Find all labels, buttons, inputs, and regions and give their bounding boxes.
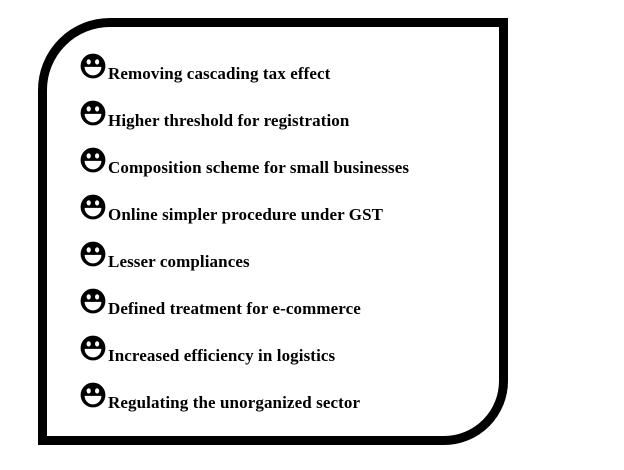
benefit-item: Online simpler procedure under GST: [80, 194, 499, 241]
benefit-label: Regulating the unorganized sector: [108, 393, 361, 412]
benefit-item: Composition scheme for small businesses: [80, 147, 499, 194]
benefit-item: Defined treatment for e-commerce: [80, 288, 499, 335]
benefit-list: Removing cascading tax effect Higher thr…: [47, 27, 499, 429]
benefit-label: Higher threshold for registration: [108, 111, 350, 130]
smiley-face-icon: [80, 147, 106, 173]
benefit-label: Increased efficiency in logistics: [108, 346, 336, 365]
benefit-label: Composition scheme for small businesses: [108, 158, 410, 177]
smiley-face-icon: [80, 335, 106, 361]
smiley-face-icon: [80, 100, 106, 126]
smiley-face-icon: [80, 241, 106, 267]
benefit-item: Removing cascading tax effect: [80, 53, 499, 100]
smiley-face-icon: [80, 53, 106, 79]
benefit-item: Regulating the unorganized sector: [80, 382, 499, 429]
gst-benefits-panel: Removing cascading tax effect Higher thr…: [38, 18, 508, 445]
benefit-label: Lesser compliances: [108, 252, 250, 271]
benefit-item: Lesser compliances: [80, 241, 499, 288]
benefit-label: Defined treatment for e-commerce: [108, 299, 361, 318]
benefit-label: Online simpler procedure under GST: [108, 205, 384, 224]
smiley-face-icon: [80, 194, 106, 220]
benefit-item: Higher threshold for registration: [80, 100, 499, 147]
benefit-label: Removing cascading tax effect: [108, 64, 331, 83]
smiley-face-icon: [80, 288, 106, 314]
smiley-face-icon: [80, 382, 106, 408]
benefit-item: Increased efficiency in logistics: [80, 335, 499, 382]
